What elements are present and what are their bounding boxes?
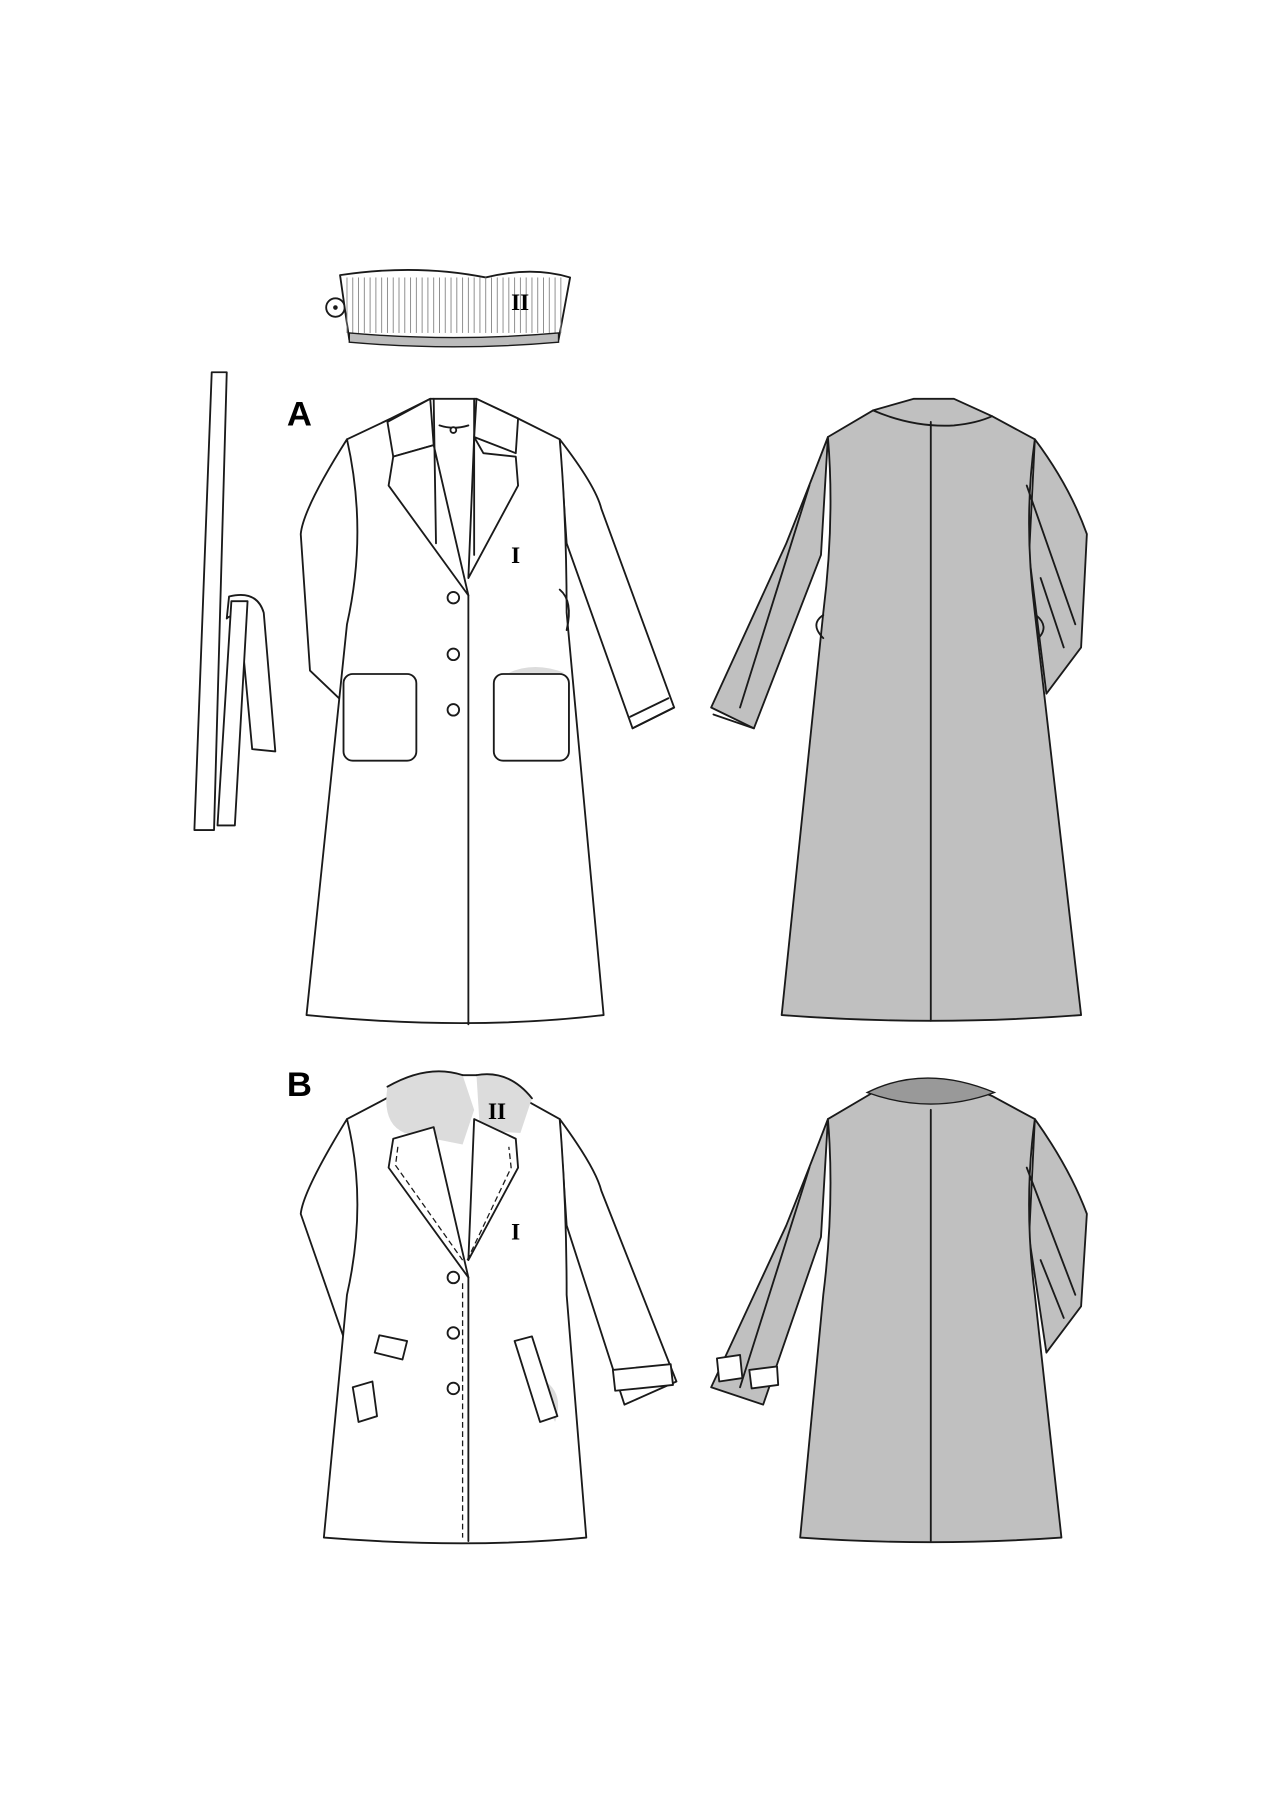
right-lapel bbox=[467, 436, 520, 579]
front-view-b: I II bbox=[299, 1070, 678, 1545]
fur-collar bbox=[865, 1077, 997, 1105]
sleeve-tab bbox=[611, 1363, 674, 1392]
back-view-b bbox=[710, 1077, 1088, 1544]
pocket bbox=[342, 673, 418, 762]
button bbox=[446, 1381, 461, 1396]
back-view-a bbox=[710, 397, 1088, 1022]
sleeve-tab bbox=[748, 1365, 780, 1390]
view-b-label: B bbox=[287, 1066, 312, 1104]
sleeve-buckle bbox=[716, 1353, 744, 1383]
fur-collar bbox=[386, 1071, 475, 1145]
view-a-label: A bbox=[287, 395, 312, 433]
collar-piece-label: II bbox=[511, 290, 529, 316]
welt-pocket bbox=[513, 1335, 559, 1423]
button bbox=[446, 1326, 461, 1340]
sleeve-buckle bbox=[373, 1334, 409, 1361]
belt bbox=[193, 371, 277, 831]
welt-pocket bbox=[351, 1380, 378, 1423]
detachable-collar: II bbox=[325, 268, 572, 348]
button bbox=[446, 590, 461, 605]
view-b-collar-label: II bbox=[488, 1099, 506, 1125]
pocket bbox=[492, 673, 570, 762]
front-view-a: I bbox=[299, 397, 676, 1026]
button bbox=[446, 647, 461, 662]
button bbox=[446, 1270, 461, 1285]
right-sleeve bbox=[558, 438, 676, 730]
view-a-piece-label: I bbox=[511, 543, 520, 569]
view-b-piece-label: I bbox=[511, 1219, 520, 1245]
button bbox=[446, 703, 461, 717]
fur-collar bbox=[476, 1074, 532, 1133]
